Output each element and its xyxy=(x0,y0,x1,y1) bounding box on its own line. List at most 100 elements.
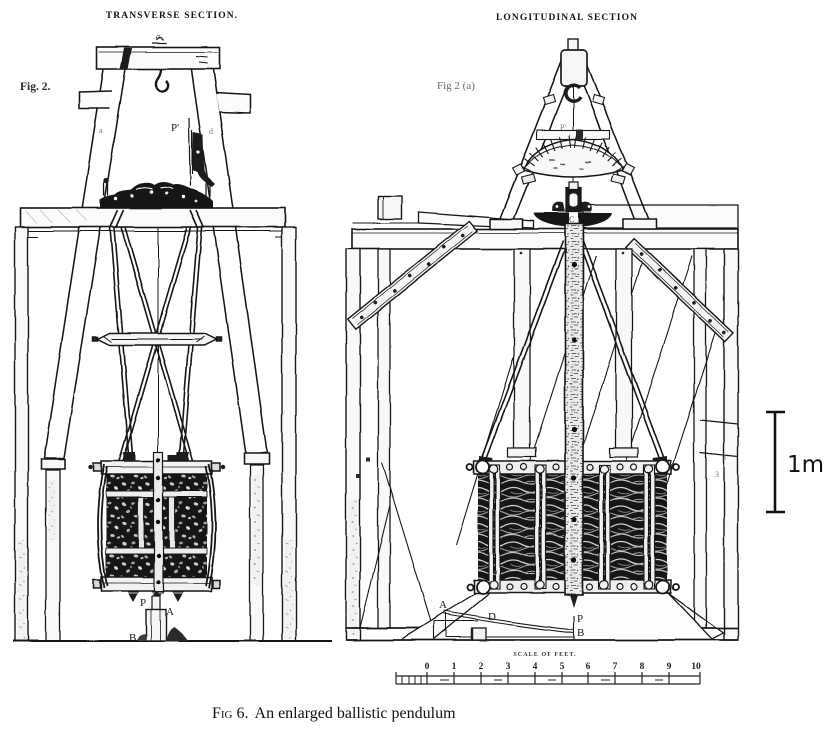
left-top-beam xyxy=(96,36,221,70)
pedestal-rocks-right xyxy=(166,627,188,641)
pivot-crescent-left xyxy=(534,213,569,227)
meter-scale-bar: 1m xyxy=(766,410,824,514)
shaft xyxy=(564,223,584,596)
right-label-P: P xyxy=(577,613,583,625)
end-bolt-left xyxy=(92,462,102,472)
leg-cleat-right xyxy=(591,94,605,106)
left-fig-label: Fig. 2. xyxy=(20,81,50,93)
ruler-number: 2 xyxy=(479,662,484,672)
pedestal-rock-left xyxy=(137,633,146,641)
ruler-number: 6 xyxy=(586,662,591,672)
right-label-pivot: C xyxy=(569,215,574,224)
left-pendulum-block xyxy=(87,451,226,602)
left-pivot-carriage xyxy=(100,178,213,229)
left-label-right-leg: d xyxy=(209,127,213,136)
left-side-pegs xyxy=(78,90,251,114)
small-block xyxy=(377,195,403,220)
pivot-crescent-right xyxy=(578,213,612,227)
caption-number: 6. xyxy=(237,705,249,722)
ruler-minor-ticks xyxy=(401,676,422,684)
pointer-plate xyxy=(192,132,215,187)
left-lower-frame xyxy=(13,207,332,642)
right-fig-label: Fig 2 (a) xyxy=(437,80,475,92)
right-mark-upper: 3 xyxy=(722,453,726,462)
ruler-number: 7 xyxy=(613,662,618,672)
left-view-title: TRANSVERSE SECTION. xyxy=(106,11,238,21)
right-upper-beams xyxy=(351,195,739,250)
side-hoop-left xyxy=(96,463,108,589)
right-post-right-outer xyxy=(723,248,739,641)
graduated-arc xyxy=(511,134,635,178)
spreader-bar xyxy=(92,332,222,346)
apex-hardware xyxy=(560,38,588,103)
arc-end-tab-right xyxy=(621,163,635,176)
ruler-number: 1 xyxy=(452,662,457,672)
arc-ticks xyxy=(519,134,627,172)
triangle-right-foot xyxy=(622,218,657,230)
figure-text: TRANSVERSE SECTION. LONGITUDINAL SECTION… xyxy=(20,11,726,644)
block-ball-bolts xyxy=(489,463,654,591)
ruler-number: 5 xyxy=(560,662,565,672)
right-label-A: A xyxy=(439,599,447,611)
right-view-title: LONGITUDINAL SECTION xyxy=(496,13,638,23)
peg-left xyxy=(78,90,113,109)
transverse-section-drawing xyxy=(13,36,332,642)
main-beam xyxy=(351,228,739,250)
pivot-wing-right xyxy=(581,202,592,212)
carriage-silhouette xyxy=(100,182,213,208)
left-label-apex: a xyxy=(156,32,160,41)
left-label-left-leg: a xyxy=(99,126,103,135)
pointer-assembly xyxy=(188,117,215,187)
right-suspension-rods xyxy=(479,240,667,470)
caption-text: An enlarged ballistic pendulum xyxy=(255,705,457,722)
arc-dome xyxy=(521,138,625,178)
ruler-number: 8 xyxy=(640,662,645,672)
right-pivot-assembly xyxy=(534,181,612,227)
central-shaft xyxy=(564,223,584,608)
triangle-left-foot xyxy=(489,218,524,230)
side-hoop-right xyxy=(205,463,217,589)
ruler-number: 9 xyxy=(667,662,672,672)
meter-scale-label: 1m xyxy=(787,452,824,478)
rivet-strap-left xyxy=(346,219,479,331)
block-rod-pairs xyxy=(488,464,656,590)
ruler-number: 3 xyxy=(506,662,511,672)
pedestal-pin xyxy=(151,595,161,610)
pivot-wing-left xyxy=(552,202,565,212)
suspension-hook xyxy=(154,68,170,93)
aframe-left-foot xyxy=(40,458,66,470)
peg-right xyxy=(215,92,251,114)
ruler-number: 10 xyxy=(691,662,701,672)
ruler-numbers: 0 1 2 3 4 5 6 7 8 9 10 xyxy=(425,662,701,672)
rivet-strap-right xyxy=(624,237,735,343)
left-suspension-rods xyxy=(107,202,205,462)
block-corner-rings xyxy=(466,459,680,595)
leg-cleat-left2 xyxy=(520,173,536,185)
right-triangle-legs xyxy=(489,51,657,230)
caption-fig: Fig xyxy=(212,705,233,722)
ruler-bar xyxy=(395,672,701,685)
mound-face xyxy=(402,593,712,639)
right-frame xyxy=(345,219,739,641)
tie-bar xyxy=(536,129,611,140)
feet-scale-title: SCALE OF FEET. xyxy=(513,652,576,658)
right-label-arc-top: P' xyxy=(560,123,566,132)
left-pedestal xyxy=(137,592,188,642)
right-label-B: B xyxy=(577,627,584,639)
left-label-P: P xyxy=(140,597,146,609)
aframe-right-leg xyxy=(190,65,268,456)
pedestal-column xyxy=(145,608,167,642)
end-bolt-right xyxy=(211,462,221,472)
frame-beam xyxy=(19,207,286,228)
left-label-B: B xyxy=(129,632,136,644)
arc-end-tab-left xyxy=(511,163,525,176)
apex-ring xyxy=(564,83,583,103)
apex-block xyxy=(560,49,588,87)
aframe-right-foot xyxy=(243,452,270,465)
apex-mark xyxy=(152,36,166,44)
shaft-pin xyxy=(570,595,578,608)
ruler-number: 4 xyxy=(533,662,538,672)
